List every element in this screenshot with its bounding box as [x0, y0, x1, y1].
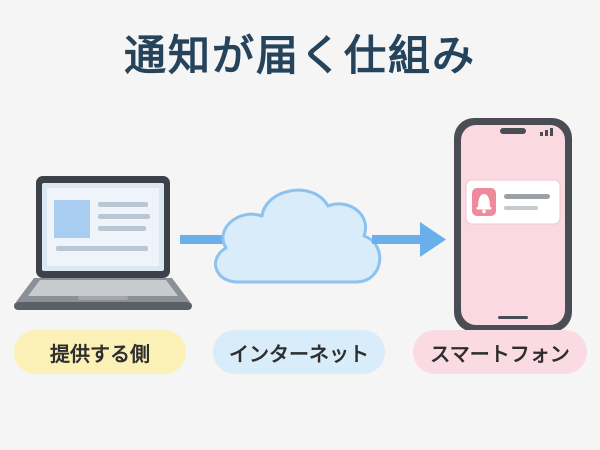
smartphone-icon — [454, 118, 572, 332]
provider-label: 提供する側 — [14, 330, 186, 374]
bell-icon — [476, 194, 492, 214]
page-title: 通知が届く仕組み — [123, 31, 476, 80]
smartphone-label: スマートフォン — [413, 330, 587, 374]
cloud-icon — [214, 188, 382, 284]
arrow-laptop-to-cloud — [180, 235, 238, 244]
laptop-icon — [14, 176, 192, 310]
arrow-cloud-to-phone — [372, 222, 446, 257]
internet-label: インターネット — [213, 330, 385, 374]
notification-card — [465, 179, 561, 225]
